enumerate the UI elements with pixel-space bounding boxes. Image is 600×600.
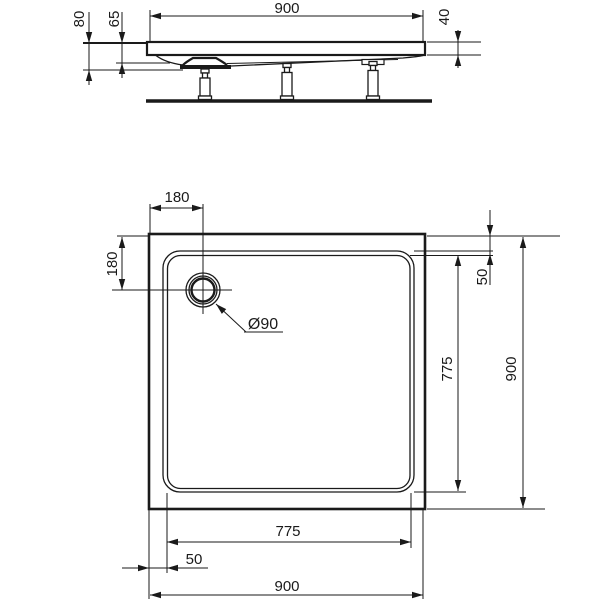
drain-diameter-leader bbox=[215, 303, 283, 333]
dim-side-edge-height bbox=[427, 30, 481, 68]
dim-overall-width bbox=[148, 510, 424, 599]
dim-label-overall-height: 900 bbox=[503, 356, 520, 381]
dim-label-drain-offset-top: 180 bbox=[164, 189, 189, 206]
dim-label-side-overall-width: 900 bbox=[274, 0, 299, 17]
dim-label-side-total-height: 80 bbox=[71, 11, 88, 28]
dim-label-rim-inset-top: 50 bbox=[474, 269, 491, 286]
dim-label-inner-length-right: 775 bbox=[439, 356, 456, 381]
dim-label-overall-width: 900 bbox=[274, 578, 299, 595]
dim-label-side-edge-height: 40 bbox=[436, 9, 453, 26]
dim-overall-height bbox=[427, 235, 560, 510]
leg bbox=[365, 60, 381, 101]
tray-underside-left-curve bbox=[155, 54, 184, 66]
dim-label-drain-offset-left: 180 bbox=[104, 251, 121, 276]
dim-side-overall-width bbox=[149, 10, 424, 41]
dim-inner-length-bottom bbox=[166, 493, 412, 573]
dim-label-side-under-height: 65 bbox=[106, 11, 123, 28]
tray-outline-plan bbox=[147, 232, 427, 511]
plan-view bbox=[112, 204, 560, 599]
leg bbox=[197, 68, 213, 101]
dim-inner-length-right bbox=[414, 255, 466, 493]
dim-label-drain-diameter: Ø90 bbox=[248, 316, 278, 333]
tray-rim-outer bbox=[162, 250, 415, 493]
side-view bbox=[83, 10, 481, 103]
dim-drain-offset-left bbox=[117, 235, 148, 290]
dim-rim-inset-top bbox=[410, 210, 494, 285]
drain bbox=[112, 204, 232, 314]
drain-trap-dome bbox=[182, 56, 228, 66]
tray-flange-profile bbox=[145, 40, 427, 57]
dim-drain-offset-top bbox=[149, 204, 203, 233]
dim-label-inner-length-bottom: 775 bbox=[275, 523, 300, 540]
dim-label-rim-inset-left: 50 bbox=[186, 551, 203, 568]
leg bbox=[279, 62, 295, 101]
tray-rim-inner bbox=[166, 254, 411, 490]
